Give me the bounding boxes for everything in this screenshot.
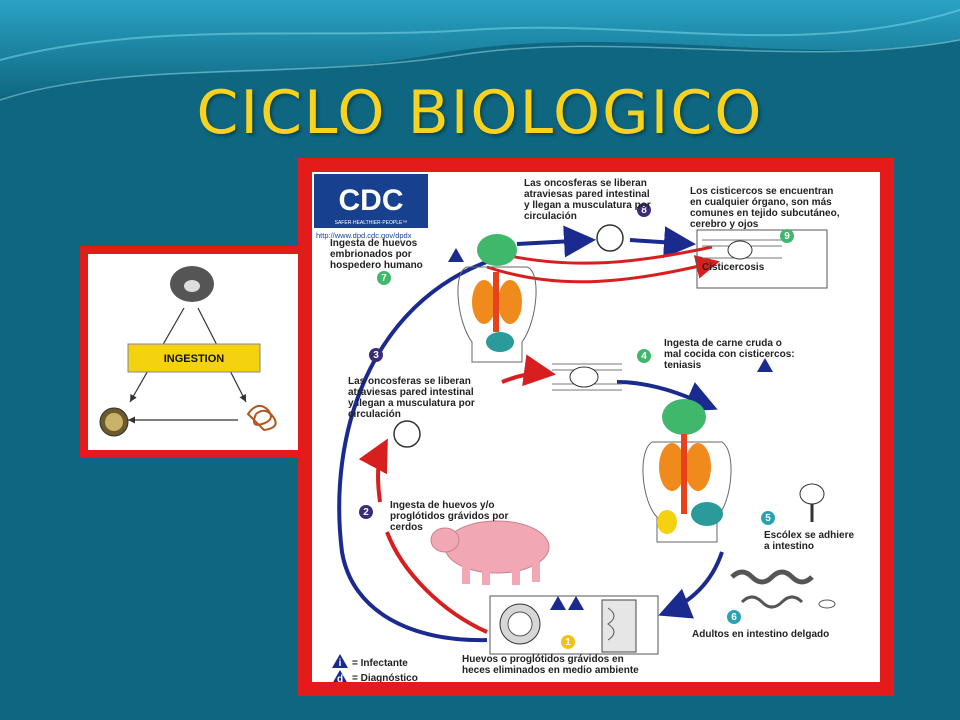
step-8-text: Las oncosferas se liberan atraviesas par…: [524, 178, 654, 222]
step-4-number: 4: [641, 351, 647, 362]
ingestion-diagram: INGESTION: [99, 266, 277, 437]
tapeworm-image-icon: [246, 404, 277, 432]
step-9-text: Los cisticercos se encuentran en cualqui…: [690, 186, 842, 230]
step-5-number: 5: [765, 513, 771, 524]
step-7-number: 7: [381, 273, 387, 284]
step-2-number: 2: [363, 507, 369, 518]
arrow-1-to-2: [385, 531, 488, 634]
step-2-badge: [359, 505, 373, 519]
legend-diagnostico: = Diagnóstico: [352, 673, 418, 682]
ingestion-label: INGESTION: [164, 353, 225, 365]
step-9-badge: [780, 229, 794, 243]
infectante-marker-7: [448, 248, 464, 262]
legend-diagnostico-icon: [333, 670, 347, 682]
cdc-tagline: SAFER·HEALTHIER·PEOPLE™: [335, 220, 408, 226]
legend-infectante-icon: [332, 654, 348, 668]
legend-diagnostico-letter: d: [337, 674, 343, 682]
life-cycle-diagram-frame: CDC SAFER·HEALTHIER·PEOPLE™ http://www.d…: [298, 158, 894, 696]
arrow-2-to-3: [358, 438, 388, 503]
arrow-4-to-human: [616, 380, 718, 412]
step-5-text: Escólex se adhiere a intestino: [764, 530, 857, 552]
scolex-icon: [799, 483, 825, 522]
step-5-badge: [761, 511, 775, 525]
step-9-number: 9: [784, 231, 790, 242]
infectante-marker-1: [550, 596, 566, 610]
human-host-bottom-icon: [642, 399, 732, 543]
step-1-number: 1: [565, 637, 571, 648]
cysticercus-tissue-4-icon: [552, 363, 622, 391]
cdc-logo: [314, 174, 428, 228]
step-3-number: 3: [373, 350, 379, 361]
arrow-6-to-1: [658, 551, 724, 619]
arrow-red-to-cisticercosis-1: [486, 255, 720, 284]
step-6-text: Adultos en intestino delgado: [692, 629, 829, 640]
step-1-text: Huevos o proglótidos grávidos en heces e…: [462, 654, 639, 676]
arrow-red-to-cisticercosis-2: [491, 245, 713, 265]
ingestion-label-box: [127, 343, 261, 373]
step-3-text: Las oncosferas se liberan atraviesas par…: [348, 376, 478, 420]
step-6-number: 6: [731, 612, 737, 623]
step-8-badge: [637, 203, 651, 217]
arrow-human-to-8: [516, 225, 596, 258]
cisticercosis-label: Cisticercosis: [702, 262, 765, 273]
eggs-proglottids-box: [489, 595, 659, 655]
step-2-text: Ingesta de huevos y/o proglótidos grávid…: [390, 500, 511, 533]
human-host-top-icon: [457, 234, 537, 363]
diagnostico-marker-1: [568, 596, 584, 610]
step-8-number: 8: [641, 205, 647, 216]
arrow-3-to-4: [501, 354, 556, 387]
step-4-badge: [637, 349, 651, 363]
life-cycle-diagram: CDC SAFER·HEALTHIER·PEOPLE™ http://www.d…: [314, 174, 857, 682]
adult-worms-icon: [730, 569, 836, 609]
step-3-badge: [369, 348, 383, 362]
legend-infectante-letter: i: [339, 658, 342, 669]
arrow-7-to-3: [337, 258, 493, 643]
oncosphere-3-icon: [393, 420, 421, 448]
infectante-marker-4: [757, 358, 773, 372]
step-7-text: Ingesta de huevos embrionados por hosped…: [330, 238, 423, 271]
oncosphere-8-icon: [596, 224, 624, 252]
cdc-url: http://www.dpd.cdc.gov/dpdx: [316, 231, 412, 240]
ingestion-diagram-frame: INGESTION: [80, 246, 306, 458]
step-6-badge: [727, 610, 741, 624]
step-1-badge: [561, 635, 575, 649]
pig-icon: [430, 520, 550, 585]
step-4-text: Ingesta de carne cruda o mal cocida con …: [664, 338, 797, 371]
cysticercus-tissue-9-icon: [696, 229, 828, 289]
step-7-badge: [377, 271, 391, 285]
arrow-8-to-9: [629, 226, 696, 259]
legend-infectante: = Infectante: [352, 658, 408, 669]
slide-title: CICLO BIOLOGICO: [196, 78, 764, 148]
cdc-logo-text: CDC: [339, 184, 404, 217]
